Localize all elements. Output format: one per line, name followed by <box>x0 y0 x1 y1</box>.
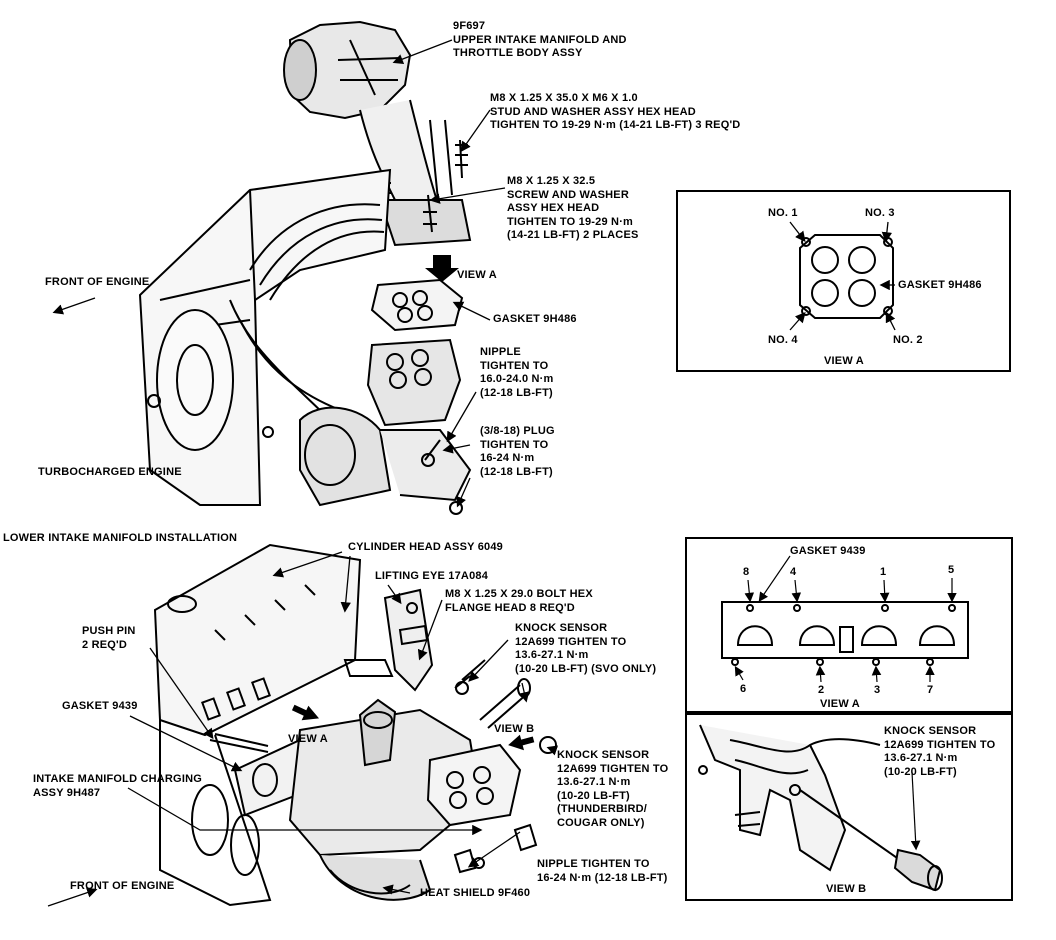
label-lower-intake-title: LOWER INTAKE MANIFOLD INSTALLATION <box>3 532 238 544</box>
label-nipple-upper: NIPPLE TIGHTEN TO 16.0-24.0 N·m (12-18 L… <box>480 346 554 399</box>
label-gasket-view-a-top: GASKET 9H486 <box>898 279 982 291</box>
label-no1: NO. 1 <box>768 207 798 219</box>
label-num-3: 3 <box>874 684 881 696</box>
label-knock-sensor-view-b: KNOCK SENSOR 12A699 TIGHTEN TO 13.6-27.1… <box>884 725 996 778</box>
label-view-a-arrow-lower: VIEW A <box>288 733 328 745</box>
label-view-a-arrow-upper: VIEW A <box>457 269 497 281</box>
view-a-gasket-8hole <box>721 601 969 666</box>
label-upper-intake-manifold: 9F697 UPPER INTAKE MANIFOLD AND THROTTLE… <box>453 20 627 59</box>
label-stud-washer: M8 X 1.25 X 35.0 X M6 X 1.0 STUD AND WAS… <box>490 92 741 131</box>
label-no4: NO. 4 <box>768 334 798 346</box>
label-no3: NO. 3 <box>865 207 895 219</box>
label-lifting-eye: LIFTING EYE 17A084 <box>375 570 489 582</box>
label-front-of-engine-lower: FRONT OF ENGINE <box>70 880 175 892</box>
label-num-7: 7 <box>927 684 934 696</box>
label-knock-sensor-svo: KNOCK SENSOR 12A699 TIGHTEN TO 13.6-27.1… <box>515 622 657 675</box>
label-turbocharged-engine: TURBOCHARGED ENGINE <box>38 466 182 478</box>
view-b-panel <box>685 713 1013 901</box>
label-no2: NO. 2 <box>893 334 923 346</box>
label-num-5: 5 <box>948 564 955 576</box>
label-gasket-9439-view: GASKET 9439 <box>790 545 866 557</box>
label-view-b-arrow: VIEW B <box>494 723 535 735</box>
label-knock-sensor-tbird: KNOCK SENSOR 12A699 TIGHTEN TO 13.6-27.1… <box>557 749 669 829</box>
label-screw-washer: M8 X 1.25 X 32.5 SCREW AND WASHER ASSY H… <box>507 175 639 241</box>
label-heat-shield: HEAT SHIELD 9F460 <box>420 887 531 899</box>
label-bolt-hex-flange: M8 X 1.25 X 29.0 BOLT HEX FLANGE HEAD 8 … <box>445 588 593 614</box>
label-plug: (3/8-18) PLUG TIGHTEN TO 16-24 N·m (12-1… <box>480 425 555 478</box>
label-num-2: 2 <box>818 684 825 696</box>
view-a-top-title: VIEW A <box>824 355 864 367</box>
label-num-8: 8 <box>743 566 750 578</box>
upper-engine-drawing <box>138 20 472 515</box>
view-b-title: VIEW B <box>826 883 867 895</box>
label-front-of-engine-upper: FRONT OF ENGINE <box>45 276 150 288</box>
label-num-6: 6 <box>740 683 747 695</box>
lower-engine-drawing <box>153 543 557 907</box>
label-cylinder-head: CYLINDER HEAD ASSY 6049 <box>348 541 503 553</box>
label-intake-charging-assy: INTAKE MANIFOLD CHARGING ASSY 9H487 <box>33 773 202 799</box>
label-push-pin: PUSH PIN 2 REQ'D <box>82 625 136 651</box>
view-a-top-panel <box>676 190 1011 372</box>
view-a-bottom-panel <box>685 537 1013 713</box>
label-num-1: 1 <box>880 566 887 578</box>
label-gasket-9h486: GASKET 9H486 <box>493 313 577 325</box>
label-nipple-lower: NIPPLE TIGHTEN TO 16-24 N·m (12-18 LB-FT… <box>537 858 668 884</box>
label-num-4: 4 <box>790 566 797 578</box>
label-gasket-9439-lower: GASKET 9439 <box>62 700 138 712</box>
view-b-knock-sensor-art <box>698 724 943 892</box>
view-a-bottom-title: VIEW A <box>820 698 860 710</box>
